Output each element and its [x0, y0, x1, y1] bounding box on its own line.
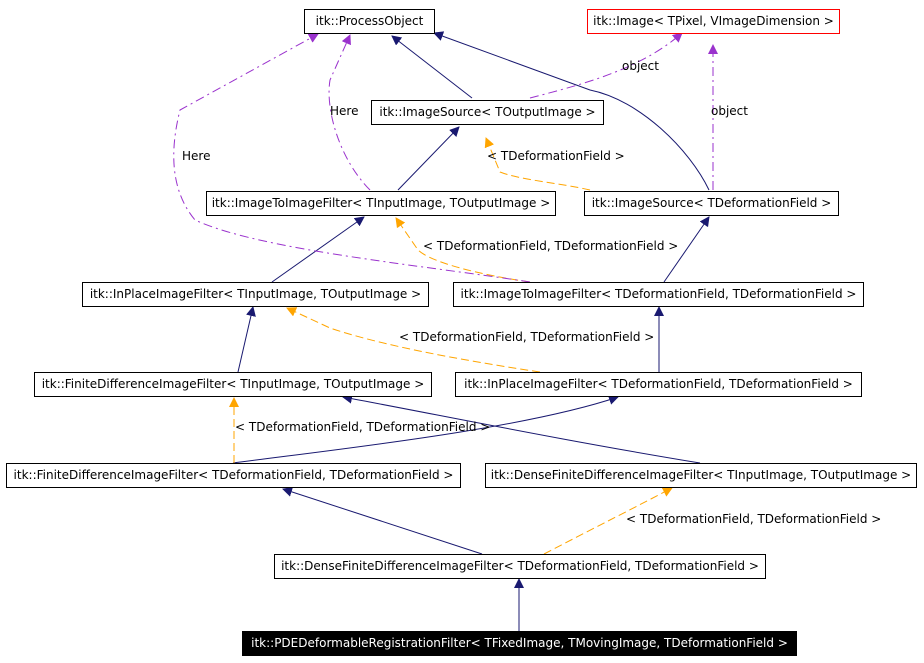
- edge-label-here-image-to-image-deformation: Here: [182, 149, 211, 163]
- node-process-object[interactable]: itk::ProcessObject: [304, 9, 435, 34]
- node-image[interactable]: itk::Image< TPixel, VImageDimension >: [587, 9, 840, 34]
- edge-dense-finite-difference-to-finite-difference: [342, 393, 701, 464]
- edge-dense-deformation-to-finite-difference-deformation: [282, 487, 483, 555]
- edge-image-to-image-to-image-source: [397, 126, 460, 191]
- edge-label-template-inplace: < TDeformationField, TDeformationField >: [399, 330, 655, 344]
- edge-label-template-finite-difference: < TDeformationField, TDeformationField >: [235, 420, 491, 434]
- edge-finite-difference-deformation-to-inplace-deformation: [232, 395, 619, 464]
- edge-template-dense-finite-difference: [543, 487, 673, 555]
- node-inplace-deformation[interactable]: itk::InPlaceImageFilter< TDeformationFie…: [455, 372, 862, 397]
- node-dense-finite-difference-input-output[interactable]: itk::DenseFiniteDifferenceImageFilter< T…: [485, 463, 917, 488]
- edge-object-image-to-image-source: [529, 32, 683, 99]
- node-image-to-image-deformation[interactable]: itk::ImageToImageFilter< TDeformationFie…: [453, 282, 864, 307]
- node-finite-difference-input-output[interactable]: itk::FiniteDifferenceImageFilter< TInput…: [34, 372, 432, 397]
- edge-label-template-dense-finite-difference: < TDeformationField, TDeformationField >: [626, 512, 882, 526]
- edge-label-template-image-to-image: < TDeformationField, TDeformationField >: [423, 239, 679, 253]
- edge-here-image-to-image: [328, 34, 371, 191]
- edge-label-here-image-to-image: Here: [330, 104, 359, 118]
- edge-template-image-source: [484, 137, 591, 191]
- edge-image-source-to-process-object: [391, 35, 473, 99]
- edge-label-object-image-source-deformation: object: [711, 104, 748, 118]
- edge-label-object-image-source: object: [622, 59, 659, 73]
- edge-image-source-deformation-to-process-object: [433, 31, 710, 191]
- edge-template-inplace: [286, 307, 541, 373]
- edge-label-template-image-source: < TDeformationField >: [487, 149, 625, 163]
- edge-template-image-to-image: [395, 217, 531, 283]
- edge-image-to-image-deformation-to-image-source-deformation: [663, 216, 710, 283]
- node-inplace-input-output[interactable]: itk::InPlaceImageFilter< TInputImage, TO…: [82, 282, 429, 307]
- edge-finite-difference-to-inplace: [237, 306, 256, 373]
- node-dense-finite-difference-deformation[interactable]: itk::DenseFiniteDifferenceImageFilter< T…: [274, 554, 766, 579]
- edge-inplace-to-image-to-image: [271, 216, 365, 283]
- node-pde-deformable-registration: itk::PDEDeformableRegistrationFilter< TF…: [242, 631, 797, 656]
- node-finite-difference-deformation[interactable]: itk::FiniteDifferenceImageFilter< TDefor…: [6, 463, 461, 488]
- node-image-source-deformation[interactable]: itk::ImageSource< TDeformationField >: [584, 191, 839, 216]
- edge-here-image-to-image-deformation: [173, 33, 531, 283]
- node-image-source-output[interactable]: itk::ImageSource< TOutputImage >: [371, 100, 604, 125]
- node-image-to-image-input-output[interactable]: itk::ImageToImageFilter< TInputImage, TO…: [206, 191, 556, 216]
